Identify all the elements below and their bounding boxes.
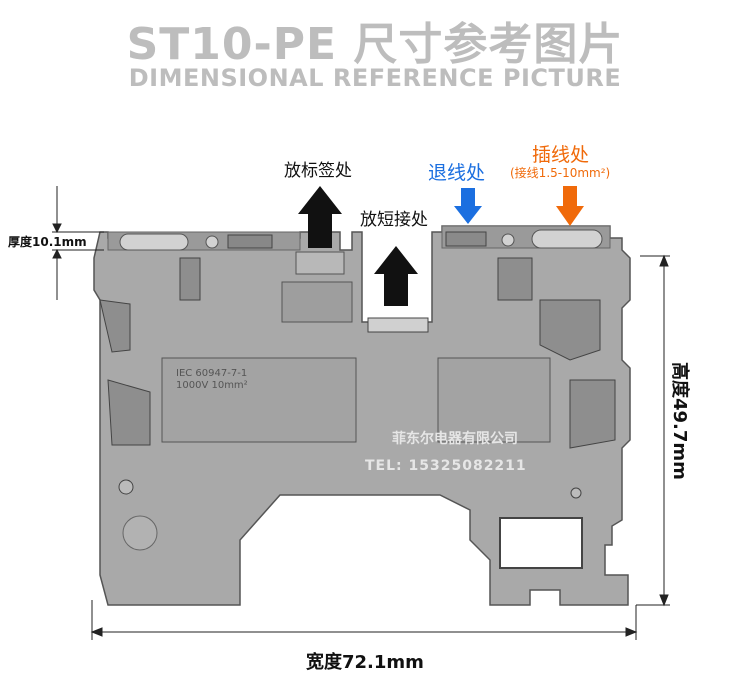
foot-window: [499, 517, 583, 569]
clip-right-lower: [569, 379, 616, 449]
small-hole-right: [501, 233, 515, 247]
watermark-tel: TEL: 15325082211: [365, 458, 527, 474]
release-position-text: 退线处: [428, 162, 486, 184]
watermark-company: 菲东尔电器有限公司: [392, 431, 518, 447]
slot-left: [227, 234, 273, 249]
arrow-insert-position: [556, 186, 584, 226]
insert-position-text: 插线处: [532, 144, 590, 166]
funnel-left: [179, 257, 201, 301]
page-title: ST10-PE 尺寸参考图片: [126, 19, 624, 70]
width-dimension: [90, 600, 638, 640]
thickness-dimension: [52, 186, 104, 300]
clip-right-upper: [539, 299, 601, 361]
clip-left-upper: [99, 299, 131, 353]
slot-right-a: [445, 231, 487, 247]
marking-plate-right: [437, 357, 551, 443]
thickness-label: 厚度10.1mm: [8, 235, 87, 249]
date-wheel: [122, 515, 158, 551]
marker-recess: [281, 281, 353, 323]
rivet-right: [570, 487, 582, 499]
screw-hole-right: [531, 229, 603, 249]
terminal-body: [93, 225, 631, 606]
marking-rating: 1000V 10mm²: [176, 380, 248, 391]
marking-plate-left: [161, 357, 357, 443]
arrow-release-position: [454, 188, 482, 224]
part-marking: IEC 60947-7-1 1000V 10mm²: [176, 368, 248, 392]
page-subtitle: DIMENSIONAL REFERENCE PICTURE: [128, 64, 622, 92]
height-label: 高度49.7mm: [669, 362, 690, 480]
jumper-slot: [367, 317, 429, 333]
width-label: 宽度72.1mm: [306, 652, 424, 673]
short-position-text: 放短接处: [360, 210, 428, 230]
label-slot: [295, 251, 345, 275]
marking-standard: IEC 60947-7-1: [176, 368, 248, 379]
label-position-text: 放标签处: [284, 161, 352, 181]
screw-hole-left: [119, 233, 189, 251]
rivet-left: [118, 479, 134, 495]
small-hole-left: [205, 235, 219, 249]
funnel-right: [497, 257, 533, 301]
arrow-short-position: [374, 246, 418, 306]
insert-note-text: (接线1.5-10mm²): [510, 166, 611, 180]
clip-left-lower: [107, 379, 151, 446]
height-dimension: [636, 254, 670, 607]
arrow-label-position: [298, 186, 342, 248]
